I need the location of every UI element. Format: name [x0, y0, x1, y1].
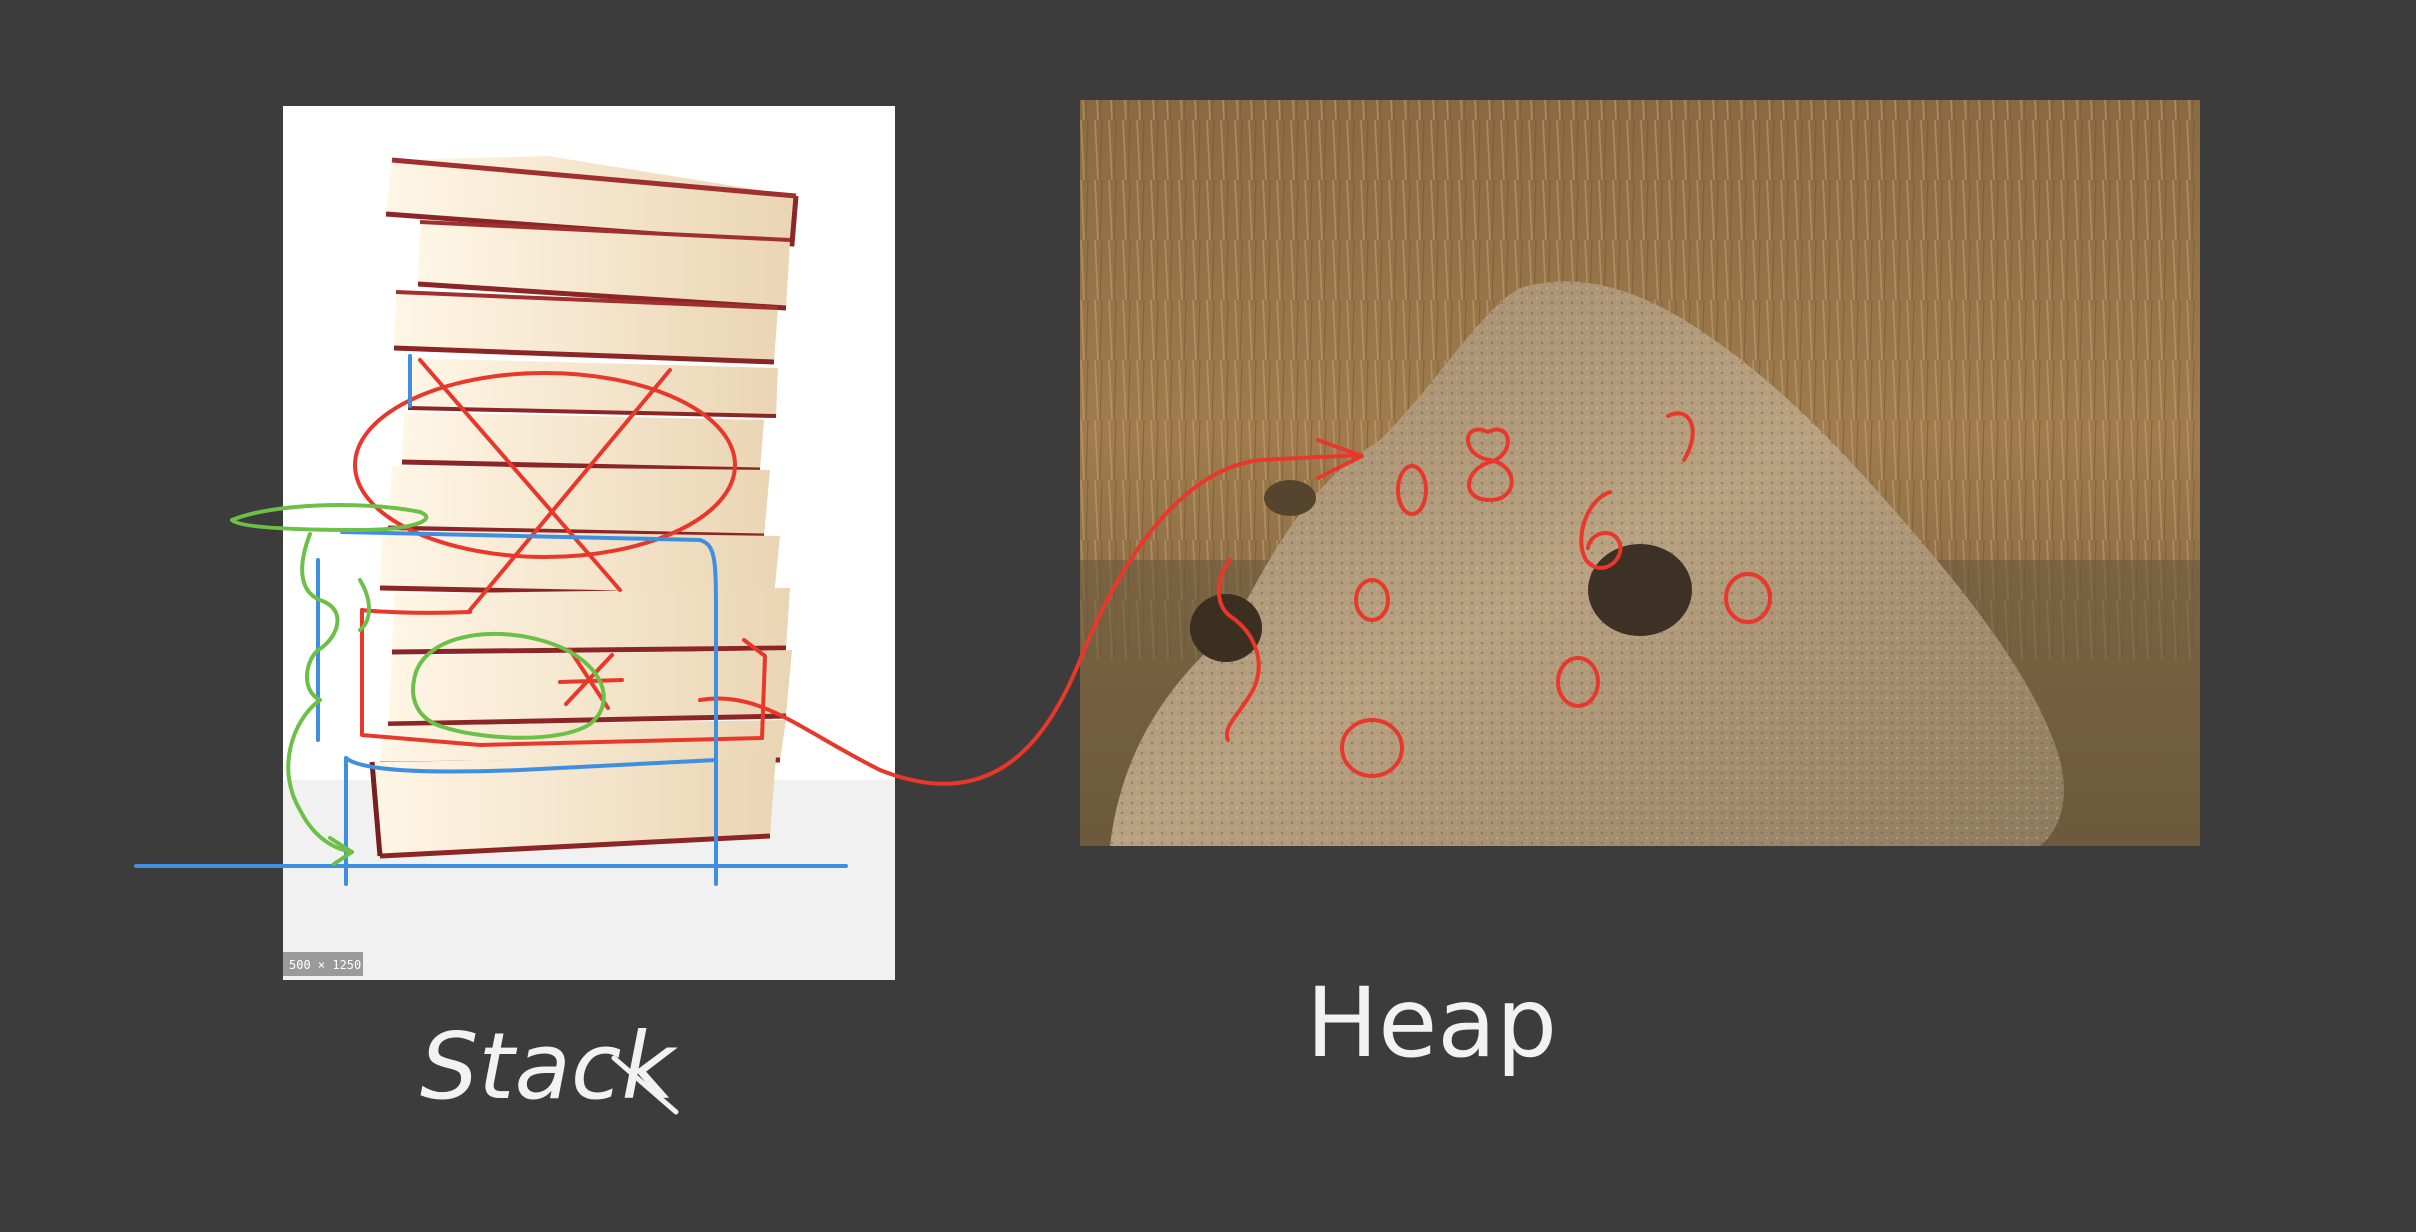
stack-label-flourish — [611, 1055, 679, 1115]
stack-image: 500 × 1250 — [283, 106, 895, 980]
book-stack-icon — [369, 156, 799, 859]
blue-annotations — [134, 354, 848, 886]
heap-label: Heap — [1306, 967, 1557, 1079]
image-size-tag: 500 × 1250 — [289, 958, 361, 972]
heap-image — [1080, 100, 2200, 847]
green-annotations — [230, 503, 606, 866]
red-annotations — [353, 358, 1772, 786]
stack-label: Stack — [420, 1013, 678, 1120]
